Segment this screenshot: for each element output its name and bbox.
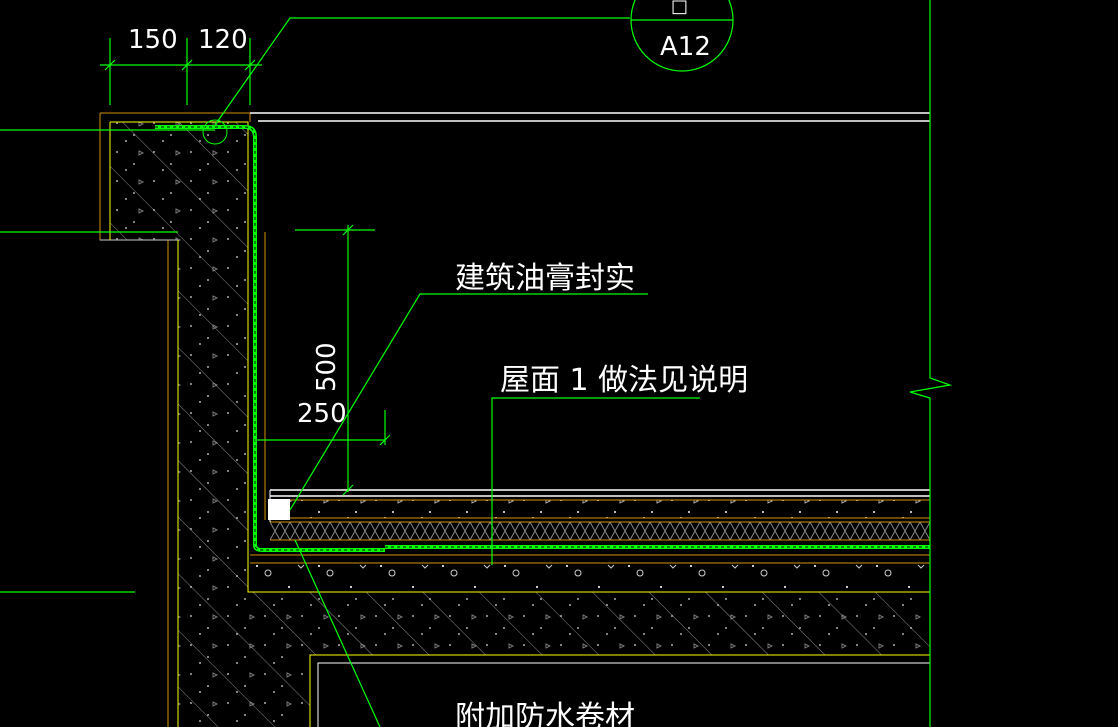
dimension-120: 120 <box>198 25 248 55</box>
sealant-note: 建筑油膏封实 <box>455 261 635 296</box>
waterproof-membrane <box>155 119 930 552</box>
sealant-block <box>268 499 290 520</box>
leader-lines <box>0 0 953 727</box>
dimension-250: 250 <box>297 399 347 429</box>
wall-outline <box>99 112 930 727</box>
dimension-150: 150 <box>128 25 178 55</box>
concrete-hatch <box>110 122 930 727</box>
roof-layers <box>250 489 930 592</box>
roof-note: 屋面 1 做法见说明 <box>500 363 748 398</box>
dimension-500: 500 <box>312 342 342 392</box>
detail-callout-label: A12 <box>660 32 711 62</box>
callout-symbol: □ <box>671 0 688 17</box>
membrane-note: 附加防水卷材 <box>455 700 635 727</box>
